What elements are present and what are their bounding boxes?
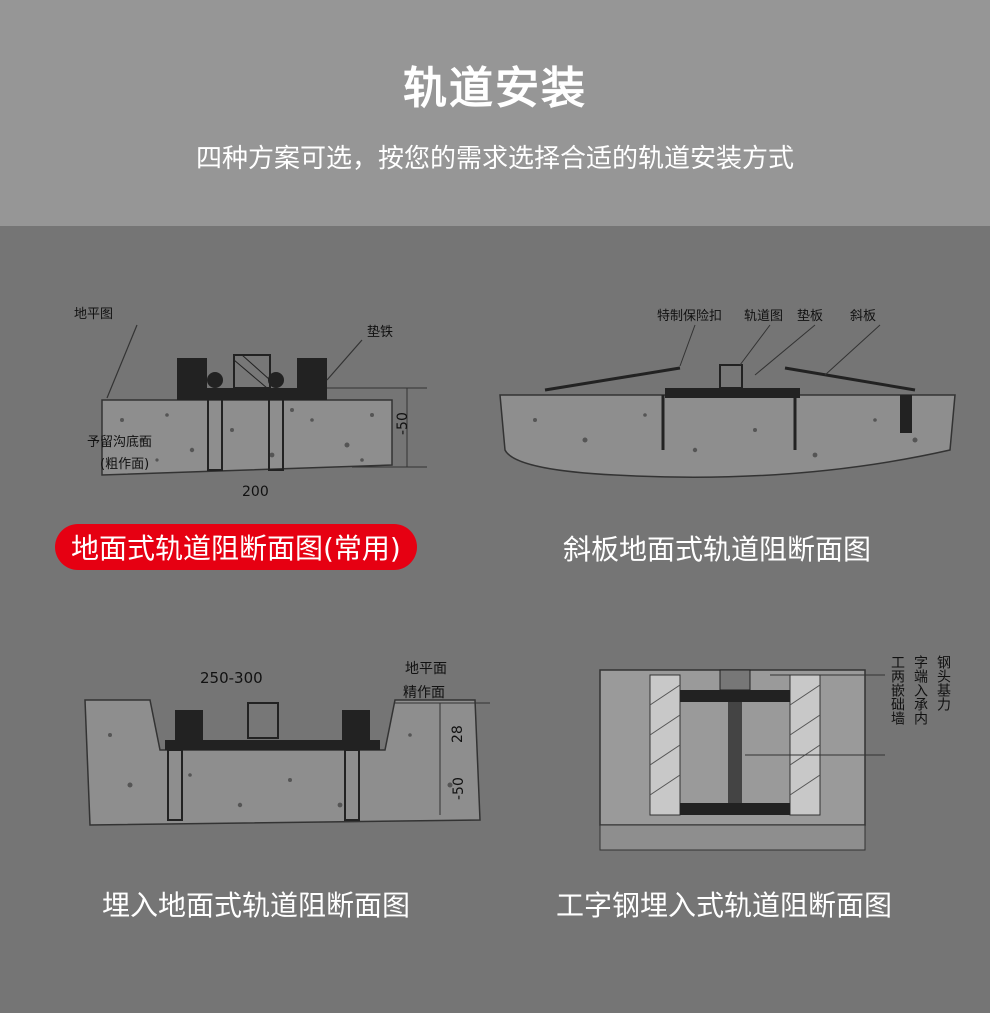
label-pad: 垫板 — [797, 308, 823, 324]
label-shim: 垫铁 — [367, 324, 393, 340]
embedded-type-drawing: 250-300 地平面 精作面 28 -50 — [84, 661, 490, 826]
ramp-type-drawing: 特制保险扣 轨道图 垫板 斜板 — [499, 308, 956, 478]
page-title: 轨道安装 — [403, 63, 587, 114]
label-col-1: 钢头基力 — [935, 655, 951, 712]
caption-ibeam-type: 工字钢埋入式轨道阻断面图 — [556, 889, 893, 922]
label-safety-clip: 特制保险扣 — [657, 309, 722, 324]
label-reserved-trench: 予留沟底面 — [87, 434, 152, 450]
label-dim-28: 28 — [450, 725, 466, 743]
label-dim-50: -50 — [451, 777, 467, 800]
label-ground-plane: 地平面 — [405, 661, 447, 677]
label-col-3: 工两嵌础墙 — [889, 655, 905, 725]
label-fine-surface: 精作面 — [403, 685, 445, 701]
label-width: 200 — [242, 484, 269, 500]
label-rail-figure: 轨道图 — [744, 309, 783, 324]
label-ground-plane: 地平图 — [74, 307, 113, 322]
label-depth: -50 — [395, 412, 411, 435]
caption-ramp-type: 斜板地面式轨道阻断面图 — [563, 533, 872, 566]
header-banner: 轨道安装 四种方案可选，按您的需求选择合适的轨道安装方式 — [0, 0, 990, 226]
panel-ground-type: 地平图 垫铁 予留沟底面 (粗作面) 200 -50 — [62, 300, 442, 500]
label-col-2: 字端入承内 — [912, 655, 928, 726]
content-area — [0, 226, 990, 1013]
label-ramp: 斜板 — [850, 309, 876, 324]
label-rough-surface: (粗作面) — [100, 457, 149, 472]
panel-ramp-type: 特制保险扣 轨道图 垫板 斜板 — [495, 300, 960, 485]
panel-embedded-type: 250-300 地平面 精作面 28 -50 — [80, 655, 490, 835]
label-width: 250-300 — [200, 669, 263, 687]
ground-type-drawing: 地平图 垫铁 予留沟底面 (粗作面) 200 -50 — [74, 307, 427, 500]
caption-ground-type: 地面式轨道阻断面图(常用) — [55, 524, 417, 570]
page-subtitle: 四种方案可选，按您的需求选择合适的轨道安装方式 — [195, 144, 794, 174]
ibeam-type-drawing: 钢头基力 字端入承内 工两嵌础墙 — [599, 655, 951, 851]
panel-ibeam-type: 钢头基力 字端入承内 工两嵌础墙 — [595, 645, 960, 860]
caption-embedded-type: 埋入地面式轨道阻断面图 — [102, 889, 411, 922]
